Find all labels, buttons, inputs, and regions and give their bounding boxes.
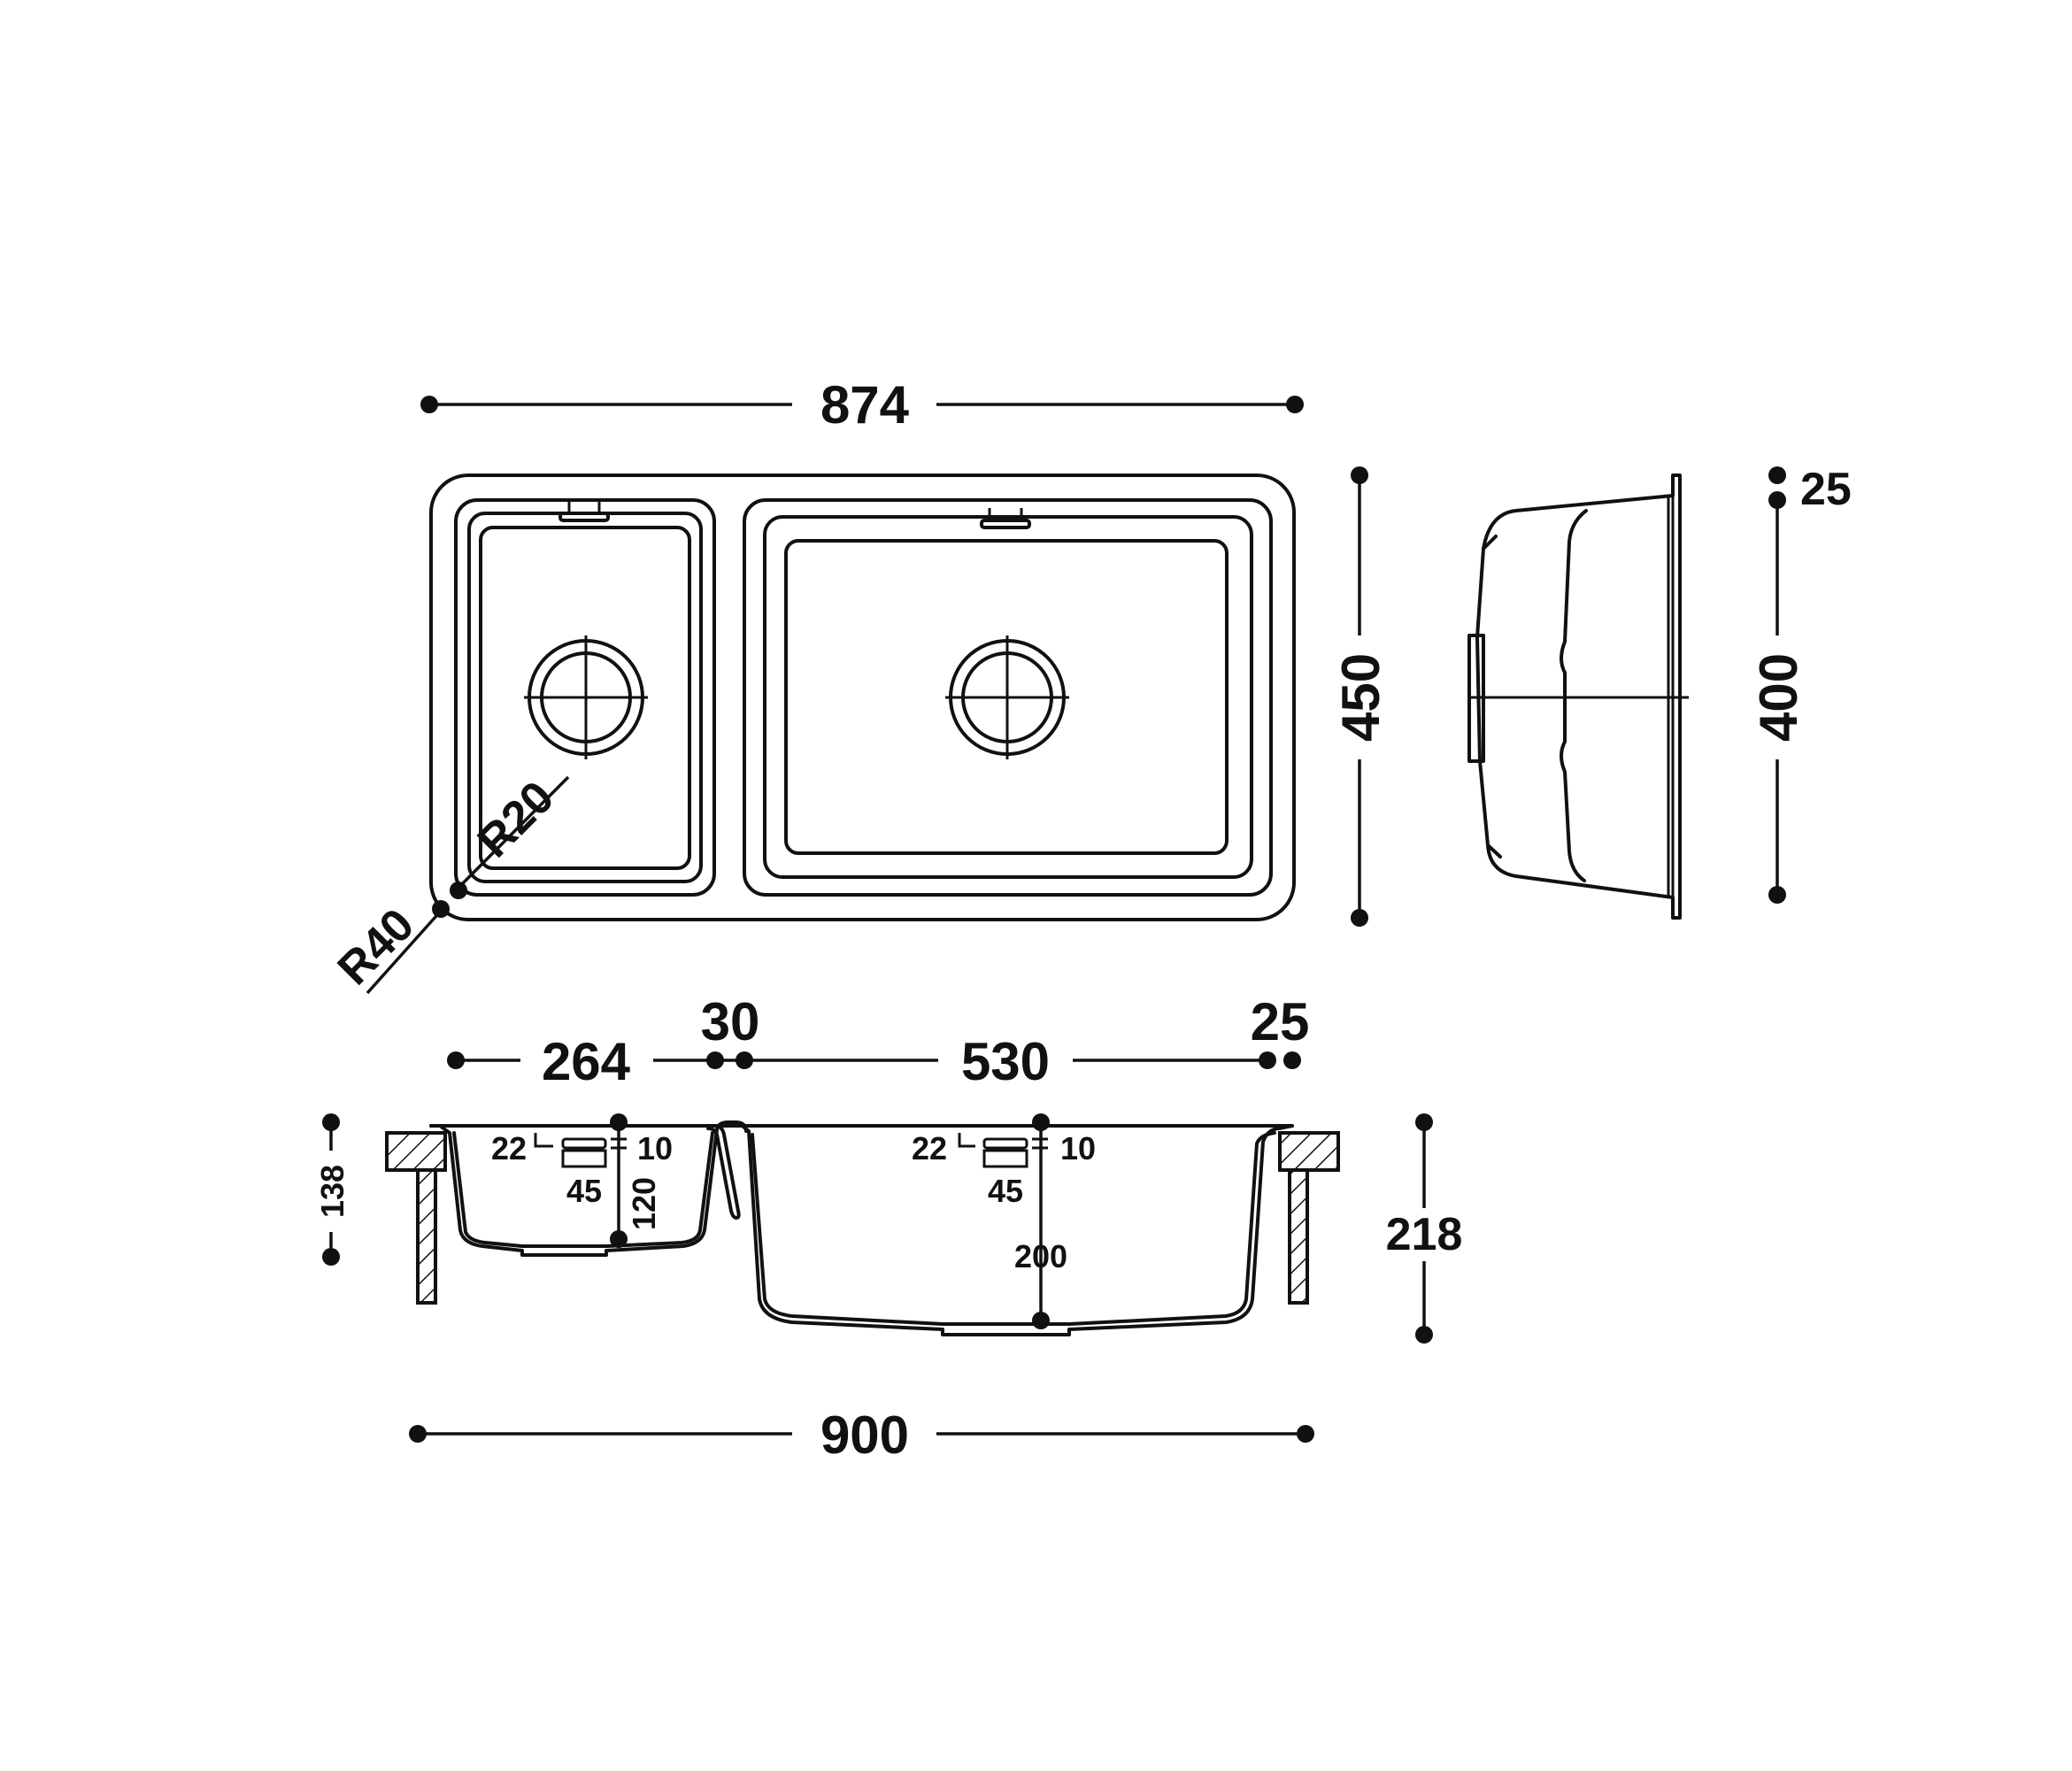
side-view: 25 400 bbox=[1467, 464, 1852, 920]
divider-label: 30 bbox=[701, 992, 760, 1051]
large-bowl-section bbox=[738, 1122, 1294, 1336]
depth-label: 400 bbox=[1749, 653, 1808, 742]
small-bowl-section bbox=[438, 1120, 748, 1257]
radius-inner-label: R20 bbox=[468, 772, 564, 867]
small-height-label: 10 bbox=[637, 1130, 673, 1167]
side-bowl-profile bbox=[1475, 474, 1682, 920]
front-view: 264 30 530 25 bbox=[314, 992, 1462, 1465]
small-overflow-slot bbox=[558, 512, 610, 522]
dimension-900: 900 bbox=[409, 1405, 1314, 1465]
small-bowl-top bbox=[454, 498, 716, 897]
dimension-400: 400 bbox=[1749, 500, 1808, 904]
small-drop-label: 120 bbox=[626, 1177, 662, 1230]
rim-label: 25 bbox=[1800, 464, 1852, 515]
dimension-874: 874 bbox=[420, 375, 1304, 435]
dimension-chain: 264 30 530 25 bbox=[447, 992, 1309, 1091]
large-overflow-slot bbox=[980, 519, 1031, 529]
large-offset-label: 22 bbox=[912, 1130, 947, 1167]
sink-outer-rim bbox=[429, 474, 1296, 921]
dimension-450: 450 bbox=[1331, 466, 1390, 927]
total-depth-label: 218 bbox=[1386, 1209, 1463, 1260]
large-overflow-detail: 22 10 45 200 bbox=[912, 1113, 1096, 1329]
dimension-218: 218 bbox=[1386, 1113, 1463, 1344]
large-bowl-label: 530 bbox=[961, 1032, 1050, 1091]
small-overflow-detail: 22 10 45 120 bbox=[491, 1113, 673, 1248]
countertop-right bbox=[1278, 1131, 1340, 1305]
countertop-left bbox=[385, 1131, 447, 1305]
edge-label: 25 bbox=[1251, 992, 1310, 1051]
large-height-label: 10 bbox=[1060, 1130, 1096, 1167]
dimension-rim-25: 25 bbox=[1768, 464, 1852, 515]
large-bowl-top bbox=[743, 498, 1273, 897]
total-width-label: 900 bbox=[820, 1405, 909, 1465]
small-width-label: 45 bbox=[566, 1173, 602, 1209]
large-width-label: 45 bbox=[988, 1173, 1023, 1209]
small-depth-label: 138 bbox=[314, 1165, 350, 1218]
dimension-138: 138 bbox=[314, 1113, 350, 1266]
width-label: 874 bbox=[820, 375, 910, 435]
height-label: 450 bbox=[1331, 653, 1390, 742]
large-drop-label: 200 bbox=[1014, 1238, 1067, 1274]
radius-outer-label: R40 bbox=[328, 899, 424, 995]
top-view: 874 bbox=[328, 375, 1390, 995]
small-bowl-label: 264 bbox=[542, 1032, 631, 1091]
small-offset-label: 22 bbox=[491, 1130, 527, 1167]
